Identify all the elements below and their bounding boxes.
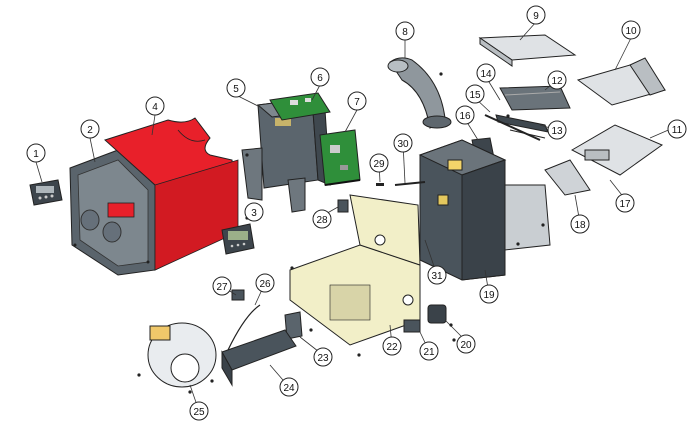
svg-text:15: 15: [469, 90, 481, 101]
callout-24: 24: [279, 377, 299, 397]
svg-text:10: 10: [625, 26, 637, 37]
callout-7: 7: [347, 91, 367, 111]
callout-29: 29: [369, 153, 389, 173]
callout-27: 27: [212, 276, 232, 296]
svg-text:16: 16: [459, 111, 471, 122]
svg-text:18: 18: [574, 220, 586, 231]
part-side-bracket: [576, 57, 667, 106]
callout-31: 31: [427, 265, 447, 285]
svg-text:1: 1: [33, 149, 39, 160]
callout-28: 28: [312, 209, 332, 229]
svg-text:8: 8: [402, 27, 408, 38]
part-sensor-rod: [484, 114, 541, 141]
callout-25: 25: [189, 401, 209, 421]
svg-text:4: 4: [152, 102, 158, 113]
svg-text:2: 2: [87, 125, 93, 136]
part-elbow-duct: [387, 57, 452, 129]
callout-22: 22: [382, 336, 402, 356]
part-motor: [221, 329, 297, 387]
callout-19: 19: [479, 284, 499, 304]
callout-11: 11: [667, 119, 687, 139]
svg-text:17: 17: [619, 199, 631, 210]
part-front-panel: [69, 149, 156, 276]
svg-text:31: 31: [431, 271, 443, 282]
callout-10: 10: [621, 20, 641, 40]
callouts: 1 2 3 4 5 6 7 8 9 10 11 12 13 14 15 16 1…: [26, 5, 687, 421]
svg-text:24: 24: [283, 383, 295, 394]
part-ignition-assembly: [499, 85, 571, 111]
svg-text:26: 26: [259, 279, 271, 290]
callout-21: 21: [419, 341, 439, 361]
callout-26: 26: [255, 273, 275, 293]
callout-14: 14: [476, 63, 496, 83]
callout-17: 17: [615, 193, 635, 213]
svg-text:3: 3: [251, 208, 257, 219]
part-circuit-board-card: [319, 129, 361, 186]
callout-8: 8: [395, 21, 415, 41]
callout-23: 23: [313, 347, 333, 367]
callout-12: 12: [547, 70, 567, 90]
callout-1: 1: [26, 143, 46, 163]
part-valve: [231, 289, 245, 301]
svg-text:25: 25: [193, 407, 205, 418]
part-control-panel-small: [29, 179, 63, 206]
svg-text:29: 29: [373, 159, 385, 170]
part-mounting-plate: [544, 124, 664, 196]
callout-9: 9: [526, 5, 546, 25]
part-base-frame: [289, 194, 421, 346]
part-connector: [403, 319, 421, 333]
part-display-module: [221, 223, 255, 255]
svg-text:27: 27: [216, 282, 228, 293]
callout-13: 13: [547, 120, 567, 140]
svg-text:5: 5: [233, 84, 239, 95]
part-burner-chamber: [418, 139, 551, 281]
part-circuit-board-top: [269, 92, 331, 121]
svg-text:23: 23: [317, 353, 329, 364]
callout-2: 2: [80, 119, 100, 139]
part-capacitor: [427, 304, 447, 324]
callout-4: 4: [145, 96, 165, 116]
callout-3: 3: [244, 202, 264, 222]
svg-text:12: 12: [551, 76, 563, 87]
svg-text:11: 11: [672, 125, 683, 136]
svg-text:22: 22: [386, 342, 398, 353]
svg-text:28: 28: [316, 215, 328, 226]
svg-text:30: 30: [397, 139, 409, 150]
part-cable: [227, 304, 261, 351]
callout-30: 30: [393, 133, 413, 153]
callout-15: 15: [465, 84, 485, 104]
callout-6: 6: [310, 67, 330, 87]
svg-text:13: 13: [551, 126, 563, 137]
part-blower-fan: [147, 322, 217, 388]
svg-text:9: 9: [533, 11, 539, 22]
part-bracket-plate: [284, 311, 303, 340]
svg-text:21: 21: [423, 347, 435, 358]
part-igniter: [495, 114, 549, 139]
part-top-tray: [478, 34, 577, 67]
svg-text:20: 20: [460, 340, 472, 351]
callout-5: 5: [226, 78, 246, 98]
part-small-clip: [337, 181, 426, 213]
svg-text:7: 7: [354, 97, 360, 108]
svg-text:6: 6: [317, 73, 323, 84]
callout-20: 20: [456, 334, 476, 354]
svg-text:14: 14: [480, 69, 492, 80]
fastener-screws: [137, 72, 545, 394]
callout-18: 18: [570, 214, 590, 234]
callout-16: 16: [455, 105, 475, 125]
svg-text:19: 19: [483, 290, 495, 301]
